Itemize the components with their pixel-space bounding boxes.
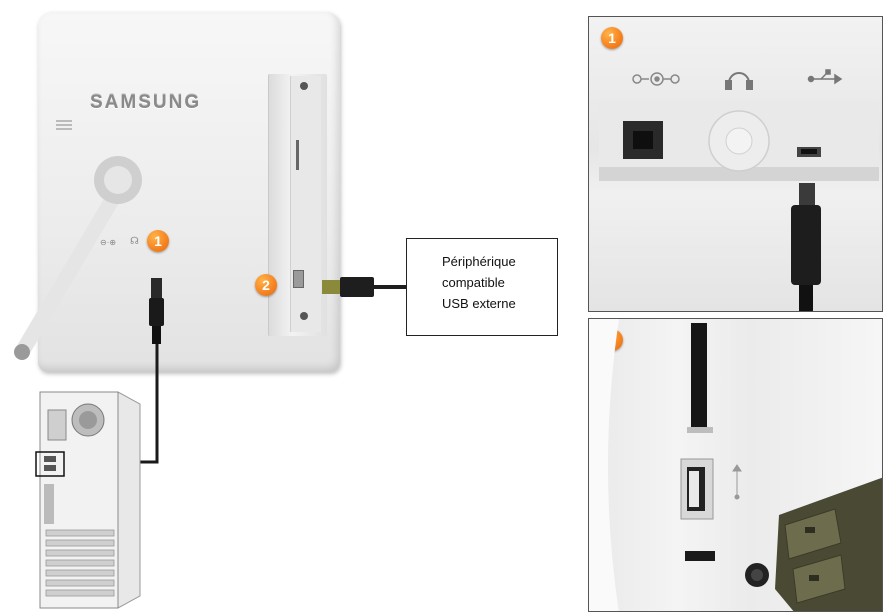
usb-icon xyxy=(807,69,843,85)
card-slot xyxy=(296,140,299,170)
side-ports-closeup xyxy=(589,319,882,611)
panel-1-badge: 1 xyxy=(601,27,623,49)
badge-1: 1 xyxy=(147,230,169,252)
usb-device-callout: Périphérique compatible USB externe xyxy=(406,238,558,336)
headphone-icon: ☊ xyxy=(130,236,139,247)
detail-panel-side-ports: 2 xyxy=(588,318,883,612)
rear-ports-closeup xyxy=(599,69,879,311)
power-connector-icon xyxy=(632,72,680,86)
usb-icon xyxy=(732,464,742,500)
side-port-cover xyxy=(290,76,321,332)
screw xyxy=(300,312,308,320)
power-connector-icon: ⊖·⊕ xyxy=(100,238,117,247)
speaker-grille xyxy=(56,118,72,134)
side-usb-port xyxy=(293,270,304,288)
callout-line-3: USB externe xyxy=(442,296,516,311)
callout-line-2: compatible xyxy=(442,275,505,290)
badge-2: 2 xyxy=(255,274,277,296)
headphone-icon xyxy=(725,72,753,90)
detail-panel-rear-ports: 1 xyxy=(588,16,883,312)
brand-logo: SAMSUNG xyxy=(90,92,202,113)
screw xyxy=(300,82,308,90)
callout-line-1: Périphérique xyxy=(442,254,516,269)
